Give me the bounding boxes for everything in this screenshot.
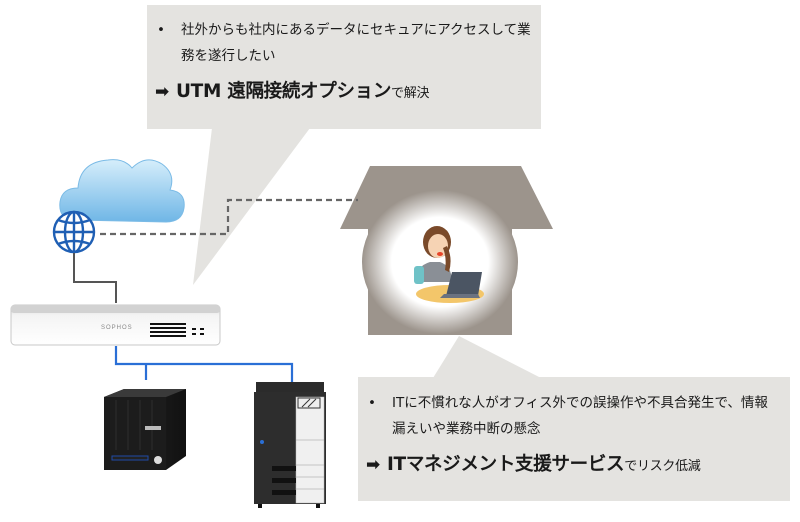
wan-line [73,253,117,303]
callout-bottom-issue-text: ITに不慣れな人がオフィス外での誤操作や不具合発生で、情報漏えいや業務中断の懸念 [392,395,768,437]
right-arrow-icon: ➡ [366,455,380,475]
callout-bottom-solution: ➡ ITマネジメント支援サービス でリスク低減 [366,450,780,476]
bullet-icon: • [368,395,376,411]
utm-appliance-icon [10,304,221,346]
callout-bottom: • ITに不慣れな人がオフィス外での誤操作や不具合発生で、情報漏えいや業務中断の… [358,377,790,501]
callout-top-issue: • 社外からも社内にあるデータにセキュアにアクセスして業務を遂行したい [155,17,531,69]
callout-bottom-pointer [433,336,541,378]
multifunction-printer-icon [254,382,326,508]
remote-worker-icon [414,226,484,303]
callout-bottom-solution-name: ITマネジメント支援サービス [386,454,625,475]
callout-top-pointer [193,128,310,285]
nas-icon [104,389,186,470]
callout-top-issue-text: 社外からも社内にあるデータにセキュアにアクセスして業務を遂行したい [181,22,531,64]
callout-top-solution-suffix: で解決 [391,86,430,101]
vpn-tunnel-line [100,198,358,236]
callout-top-solution: ➡ UTM 遠隔接続オプション で解決 [155,77,531,103]
callout-top-solution-name: UTM 遠隔接続オプション [175,81,392,102]
globe-icon [52,210,96,254]
cloud-icon [59,159,185,223]
callout-bottom-issue: • ITに不慣れな人がオフィス外での誤操作や不具合発生で、情報漏えいや業務中断の… [366,390,780,442]
bullet-icon: • [157,22,165,38]
lan-line-main [114,346,294,383]
callout-bottom-solution-suffix: でリスク低減 [624,459,701,474]
right-arrow-icon: ➡ [155,82,169,102]
callout-top: • 社外からも社内にあるデータにセキュアにアクセスして業務を遂行したい ➡ UT… [147,5,541,129]
utm-brand-label: SOPHOS [101,325,133,331]
